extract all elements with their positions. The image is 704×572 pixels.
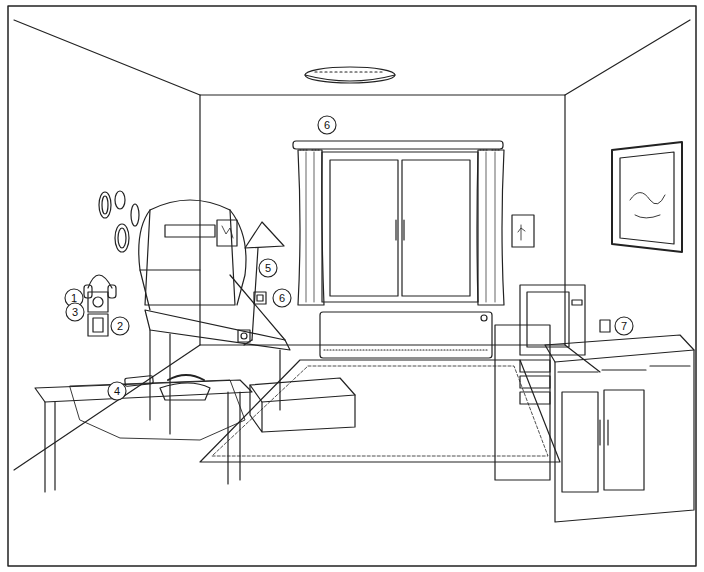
- callout-number: 3: [66, 303, 84, 321]
- callout-number: 1: [65, 289, 83, 307]
- callout-circle: [65, 116, 633, 400]
- callout-number: 5: [259, 259, 277, 277]
- callout-number: 4: [108, 382, 126, 400]
- callout-number: 6: [273, 289, 291, 307]
- callout-number: 7: [615, 317, 633, 335]
- callout-number: 6: [318, 116, 336, 134]
- callout-number: 2: [111, 317, 129, 335]
